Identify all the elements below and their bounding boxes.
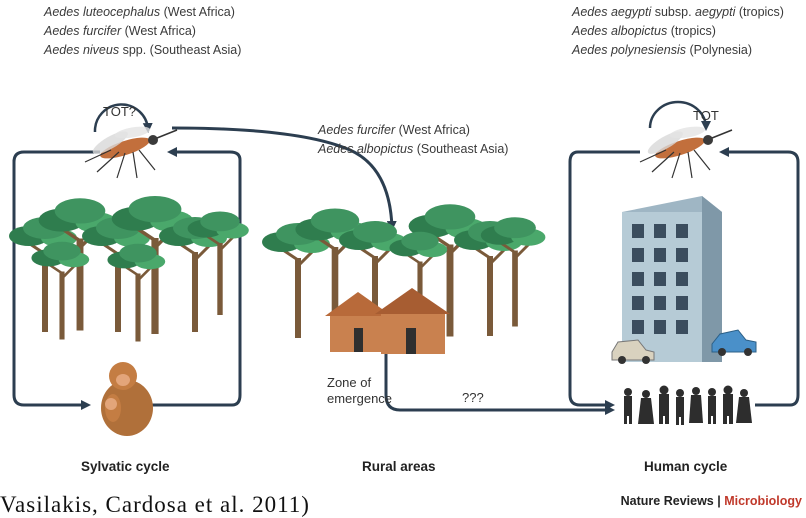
urban-species-list: Aedes aegypti subsp. aegypti (tropics) A… <box>572 3 784 60</box>
monkey-icon <box>101 362 153 436</box>
rural-areas-caption: Rural areas <box>362 459 436 474</box>
sylvatic-cycle-loop <box>12 103 242 410</box>
species-line: Aedes furcifer (West Africa) <box>318 123 470 137</box>
species-line: Aedes niveus spp. (Southeast Asia) <box>44 43 242 57</box>
journal-credit: Nature Reviews | Microbiology <box>621 494 802 508</box>
sylvatic-species-list: Aedes luteocephalus (West Africa) Aedes … <box>44 3 241 60</box>
building-icon <box>622 196 722 362</box>
species-line: Aedes polynesiensis (Polynesia) <box>572 43 752 57</box>
hut-icon <box>325 292 392 352</box>
unknown-path-label: ??? <box>462 390 484 405</box>
urban-mosquito-icon <box>639 123 733 179</box>
citation-text: Vasilakis, Cardosa et al. 2011) <box>0 492 310 517</box>
human-cycle-caption: Human cycle <box>644 459 728 474</box>
sylvatic-mosquito-icon <box>84 123 178 179</box>
sylvatic-cycle-caption: Sylvatic cycle <box>81 459 170 474</box>
species-line: Aedes luteocephalus (West Africa) <box>44 5 235 19</box>
species-line: Aedes furcifer (West Africa) <box>44 24 196 38</box>
people-silhouettes-icon <box>624 385 752 425</box>
zone-of-emergence-label: Zone of emergence <box>327 375 392 407</box>
forest-icon <box>7 194 251 343</box>
car-icon <box>711 329 757 356</box>
zone-label-line1: Zone of <box>327 375 372 390</box>
rural-to-human-arrow <box>384 345 615 415</box>
car-icon <box>611 339 655 364</box>
human-tot-label: TOT <box>693 108 719 123</box>
species-line: Aedes albopictus (Southeast Asia) <box>318 142 509 156</box>
journal-name: Nature Reviews <box>620 494 714 508</box>
hut-icon <box>375 288 450 354</box>
sylvatic-to-rural-arrow <box>171 126 397 231</box>
zone-label-line2: emergence <box>327 391 393 406</box>
species-line: Aedes albopictus (tropics) <box>572 24 716 38</box>
credit-separator: | <box>713 494 725 508</box>
human-cycle-loop <box>568 100 800 410</box>
sylvatic-tot-label: TOT? <box>103 104 136 119</box>
journal-section: Microbiology <box>724 494 802 508</box>
species-line: Aedes aegypti subsp. aegypti (tropics) <box>572 5 784 19</box>
rural-species-list: Aedes furcifer (West Africa) Aedes albop… <box>318 121 508 159</box>
